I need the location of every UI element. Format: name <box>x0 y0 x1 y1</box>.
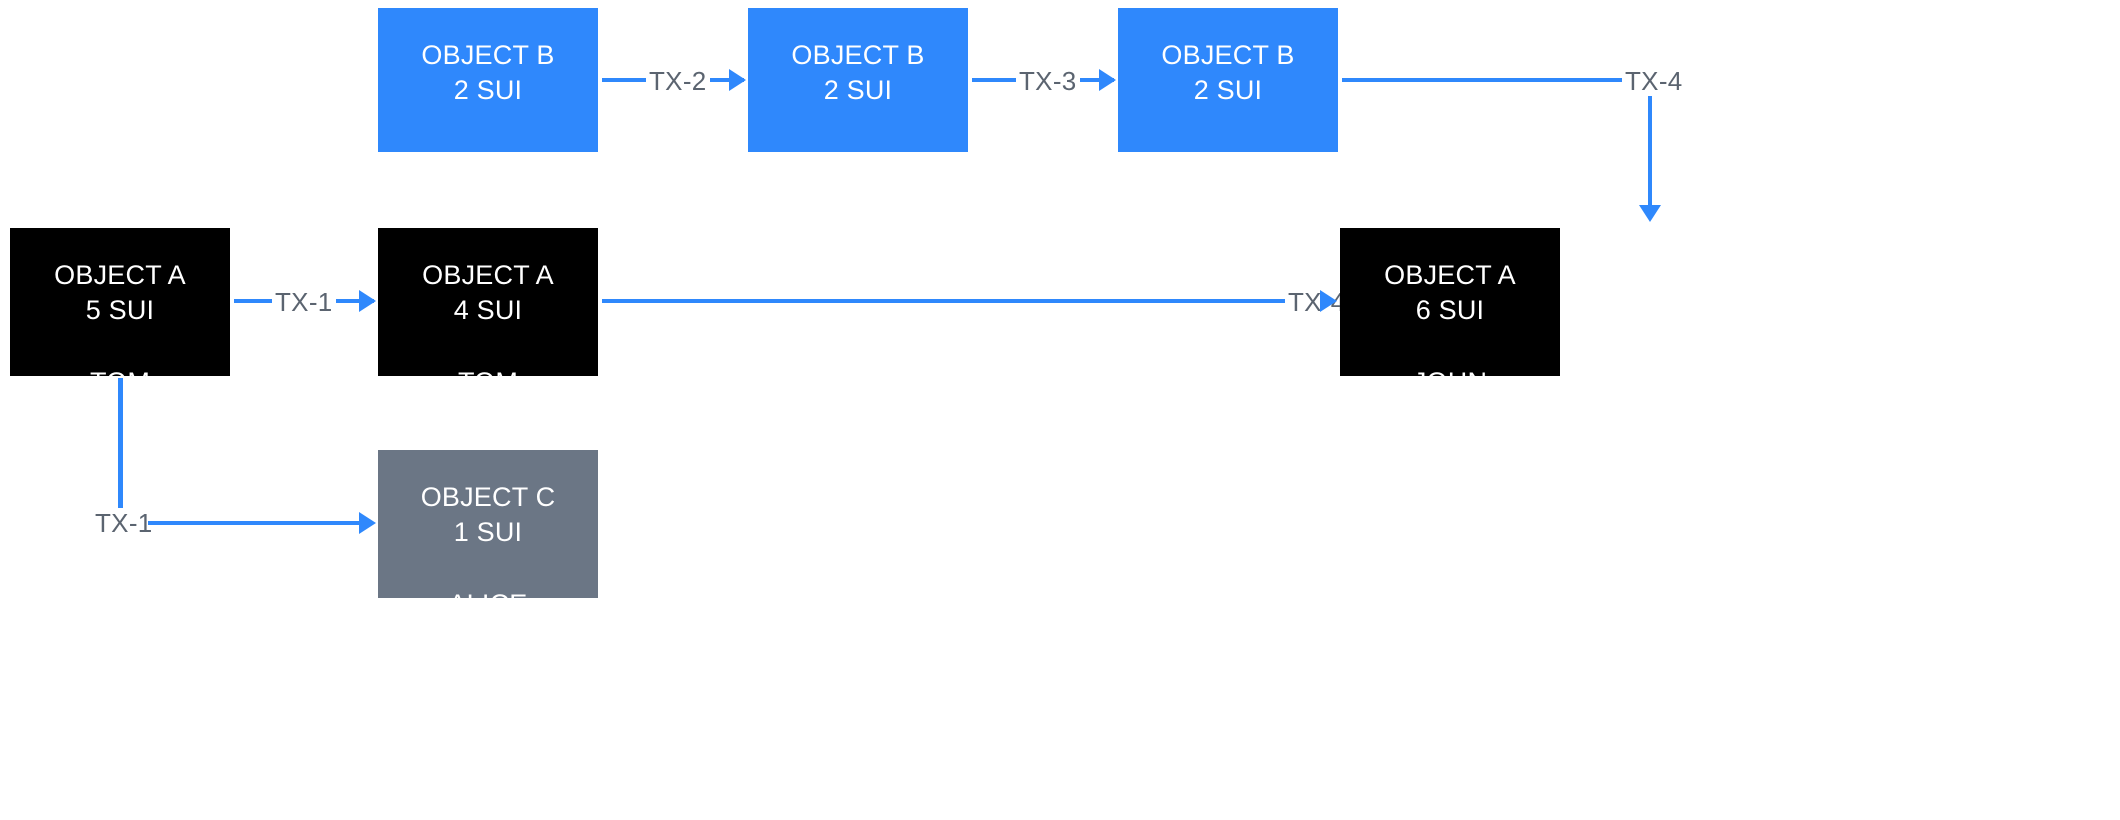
node-owner-label: ALICE <box>818 147 898 178</box>
node-object-label: OBJECT A <box>422 260 554 290</box>
node-owner-label: TOM <box>1197 147 1259 178</box>
node-object-a-4sui-tom[interactable]: OBJECT A 4 SUI TOM <box>378 228 598 397</box>
edge-tx-1-split-c-arrowhead <box>359 512 376 534</box>
node-object-label: OBJECT B <box>791 40 925 70</box>
node-amount-label: 1 SUI <box>453 516 523 547</box>
node-owner-label: JOHN <box>450 147 526 178</box>
edge-tx-1-split-a-arrowhead <box>359 290 376 312</box>
node-amount-label: 2 SUI <box>453 74 523 105</box>
node-owner-label: TOM <box>457 367 519 398</box>
edge-tx-4-from-b-arrowhead <box>1639 205 1661 222</box>
node-object-c-alice[interactable]: OBJECT C 1 SUI ALICE <box>378 450 598 619</box>
node-owner-label: JOHN <box>1412 367 1488 398</box>
node-amount-label: 5 SUI <box>85 294 155 325</box>
edge-tx-1-split-a-label: TX-1 <box>272 287 336 318</box>
node-amount-label: 6 SUI <box>1415 294 1485 325</box>
node-amount-label: 4 SUI <box>453 294 523 325</box>
node-object-a-6sui-john[interactable]: OBJECT A 6 SUI JOHN <box>1340 228 1560 397</box>
edge-tx-1-split-c-label: TX-1 <box>92 508 156 539</box>
edge-tx-4-from-a-label: TX-4 <box>1285 287 1349 318</box>
node-amount-label: 2 SUI <box>823 74 893 105</box>
node-object-label: OBJECT C <box>420 482 556 512</box>
edge-tx-3-label: TX-3 <box>1016 66 1080 97</box>
edge-tx-4-from-b-hline <box>1342 78 1622 82</box>
node-object-label: OBJECT B <box>1161 40 1295 70</box>
node-object-a-5sui-tom[interactable]: OBJECT A 5 SUI TOM <box>10 228 230 397</box>
edge-tx-2-label: TX-2 <box>646 66 710 97</box>
edge-tx-4-from-b-vline <box>1648 96 1652 207</box>
node-object-label: OBJECT A <box>54 260 186 290</box>
node-owner-label: ALICE <box>448 589 528 620</box>
edge-tx-1-split-c-vline <box>118 378 123 520</box>
edge-tx-4-from-a-line <box>602 299 1320 303</box>
node-object-b-alice[interactable]: OBJECT B 2 SUI ALICE <box>748 8 968 177</box>
edge-tx-4-from-b-label: TX-4 <box>1622 66 1686 97</box>
node-object-b-tom[interactable]: OBJECT B 2 SUI TOM <box>1118 8 1338 177</box>
edge-tx-3-arrowhead <box>1099 69 1116 91</box>
node-object-label: OBJECT A <box>1384 260 1516 290</box>
edge-tx-1-split-c-hline <box>148 521 360 525</box>
node-amount-label: 2 SUI <box>1193 74 1263 105</box>
node-object-label: OBJECT B <box>421 40 555 70</box>
edge-tx-2-arrowhead <box>729 69 746 91</box>
edge-tx-4-from-a-arrowhead <box>1320 290 1337 312</box>
node-object-b-john[interactable]: OBJECT B 2 SUI JOHN <box>378 8 598 177</box>
